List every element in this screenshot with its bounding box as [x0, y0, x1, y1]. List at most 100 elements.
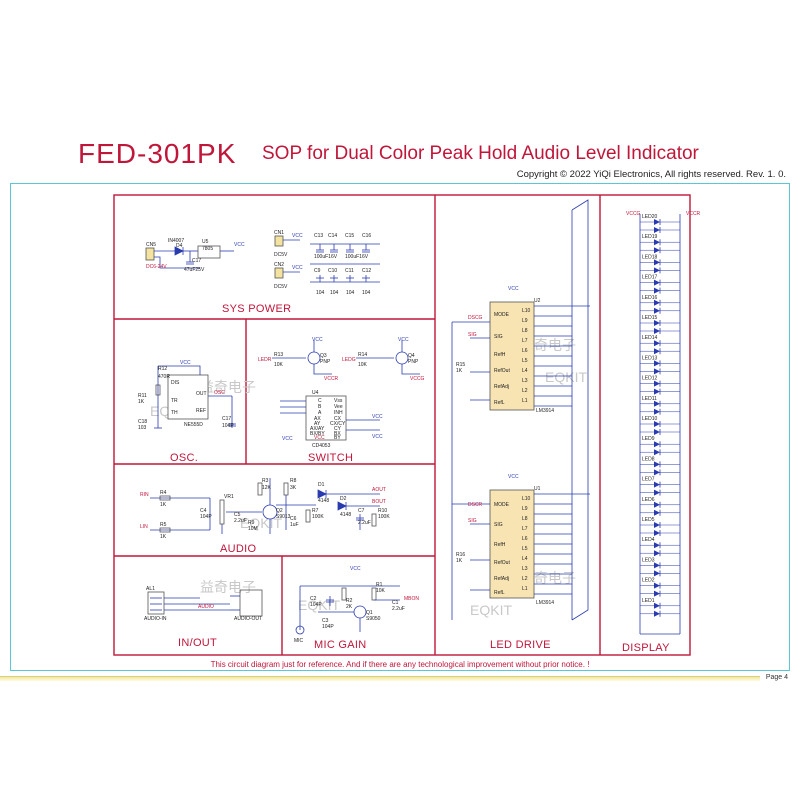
svg-text:Q2: Q2: [276, 508, 283, 514]
svg-text:Q4: Q4: [408, 353, 415, 359]
svg-text:L2: L2: [522, 576, 528, 582]
svg-text:1K: 1K: [456, 558, 463, 564]
svg-text:104: 104: [316, 290, 325, 296]
svg-text:R10: R10: [378, 508, 387, 514]
svg-text:L7: L7: [522, 338, 528, 344]
svg-text:R9: R9: [248, 520, 255, 526]
svg-text:100K: 100K: [378, 514, 390, 520]
svg-text:MIC: MIC: [294, 638, 304, 644]
svg-text:104P: 104P: [200, 514, 212, 520]
svg-text:SIG: SIG: [494, 522, 503, 528]
svg-text:REF: REF: [196, 408, 206, 414]
svg-text:PNP: PNP: [320, 359, 331, 365]
block-frame: [113, 194, 691, 656]
svg-text:L2: L2: [522, 388, 528, 394]
led-label: LED7: [642, 477, 655, 483]
led-label: LED12: [642, 376, 658, 382]
svg-text:VCC: VCC: [372, 414, 383, 420]
led-label: LED17: [642, 275, 658, 281]
svg-text:R3: R3: [262, 478, 269, 484]
page-subtitle: SOP for Dual Color Peak Hold Audio Level…: [262, 143, 699, 164]
led-label: LED1: [642, 598, 655, 604]
svg-text:R14: R14: [358, 352, 367, 358]
watermark-brand: EQKIT: [470, 602, 512, 618]
led-label: LED4: [642, 537, 655, 543]
svg-text:AUDIO-OUT: AUDIO-OUT: [234, 616, 262, 622]
svg-text:VCC: VCC: [312, 337, 323, 343]
svg-text:1K: 1K: [456, 368, 463, 374]
led-label: LED15: [642, 315, 658, 321]
svg-text:RefH: RefH: [494, 542, 506, 548]
svg-text:R8: R8: [290, 478, 297, 484]
svg-text:MODE: MODE: [494, 502, 510, 508]
svg-text:R1: R1: [376, 582, 383, 588]
svg-text:L1: L1: [522, 398, 528, 404]
svg-text:L3: L3: [522, 566, 528, 572]
svg-text:SIG: SIG: [468, 518, 477, 524]
syspower-labels: CN5 DC6-24V IN4007 D4 U5 7805 C17 47uF25…: [146, 230, 371, 296]
svg-text:AY: AY: [314, 421, 321, 427]
svg-text:CD4053: CD4053: [312, 443, 331, 449]
svg-text:CN2: CN2: [274, 262, 284, 268]
block-title-micgain: MIC GAIN: [314, 639, 367, 651]
svg-text:2.2uF: 2.2uF: [234, 518, 247, 524]
svg-text:D2: D2: [340, 496, 347, 502]
svg-text:S9050: S9050: [366, 616, 381, 622]
led-label: LED6: [642, 497, 655, 503]
svg-text:C3: C3: [322, 618, 329, 624]
svg-text:VR1: VR1: [224, 494, 234, 500]
audio-circuit: [150, 478, 380, 534]
svg-text:SIG: SIG: [468, 332, 477, 338]
svg-text:VCC: VCC: [180, 360, 191, 366]
svg-text:R5: R5: [160, 522, 167, 528]
svg-text:L1: L1: [522, 586, 528, 592]
inout-circuit: [147, 589, 263, 617]
svg-text:VCC: VCC: [282, 436, 293, 442]
svg-text:LEDG: LEDG: [342, 357, 356, 363]
svg-text:L6: L6: [522, 348, 528, 354]
block-title-display: DISPLAY: [622, 642, 670, 654]
svg-text:LIN: LIN: [140, 524, 148, 530]
svg-text:A: A: [318, 410, 322, 416]
svg-text:RefOut: RefOut: [494, 368, 510, 374]
svg-text:VCC: VCC: [350, 566, 361, 572]
svg-text:2.2uF: 2.2uF: [392, 606, 405, 612]
svg-text:VCC: VCC: [234, 242, 245, 248]
svg-text:4148: 4148: [318, 498, 329, 504]
audio-labels: RIN R4 1K LIN R5 1K VR1 C4 104P C5 2.2uF…: [140, 478, 390, 540]
svg-text:2.2uF: 2.2uF: [358, 520, 371, 526]
svg-text:RefH: RefH: [494, 352, 506, 358]
svg-text:DC5V: DC5V: [274, 284, 288, 290]
osc-labels: R12 470R R11 1K C18 103 NE555D C17 104P …: [138, 360, 234, 431]
led-label: LED19: [642, 234, 658, 240]
svg-text:C11: C11: [345, 268, 354, 274]
svg-text:RefAdj: RefAdj: [494, 384, 509, 390]
svg-text:VCC: VCC: [372, 434, 383, 440]
svg-text:CN1: CN1: [274, 230, 284, 236]
svg-text:VCC: VCC: [314, 435, 325, 441]
block-title-osc: OSC.: [170, 452, 198, 464]
svg-text:R4: R4: [160, 490, 167, 496]
svg-text:C9: C9: [314, 268, 321, 274]
svg-text:104P: 104P: [322, 624, 334, 630]
micgain-labels: C2 104P C3 104P R1 10K R2 2K Q1 S9050 C1…: [294, 566, 419, 644]
leddrive-labels: U2 U1 LM3914 LM3914 MODE SIG RefH RefOut…: [456, 286, 554, 606]
schematic-sheet: [10, 183, 790, 671]
svg-text:DSCG: DSCG: [468, 315, 483, 321]
svg-text:RefAdj: RefAdj: [494, 576, 509, 582]
svg-text:1K: 1K: [138, 399, 145, 405]
svg-text:BX/BY: BX/BY: [310, 431, 325, 437]
block-title-audio: AUDIO: [220, 543, 256, 555]
svg-text:C1: C1: [392, 600, 399, 606]
led-label: LED3: [642, 557, 655, 563]
svg-text:2K: 2K: [346, 604, 353, 610]
led-label: LED2: [642, 578, 655, 584]
svg-text:C2: C2: [310, 596, 317, 602]
svg-text:Vss: Vss: [334, 398, 343, 404]
svg-text:12K: 12K: [262, 485, 272, 491]
svg-text:1K: 1K: [160, 502, 167, 508]
svg-text:IN4007: IN4007: [168, 238, 184, 244]
svg-text:DC5V: DC5V: [274, 252, 288, 258]
svg-text:1uF: 1uF: [290, 522, 299, 528]
svg-text:CX: CX: [334, 416, 342, 422]
